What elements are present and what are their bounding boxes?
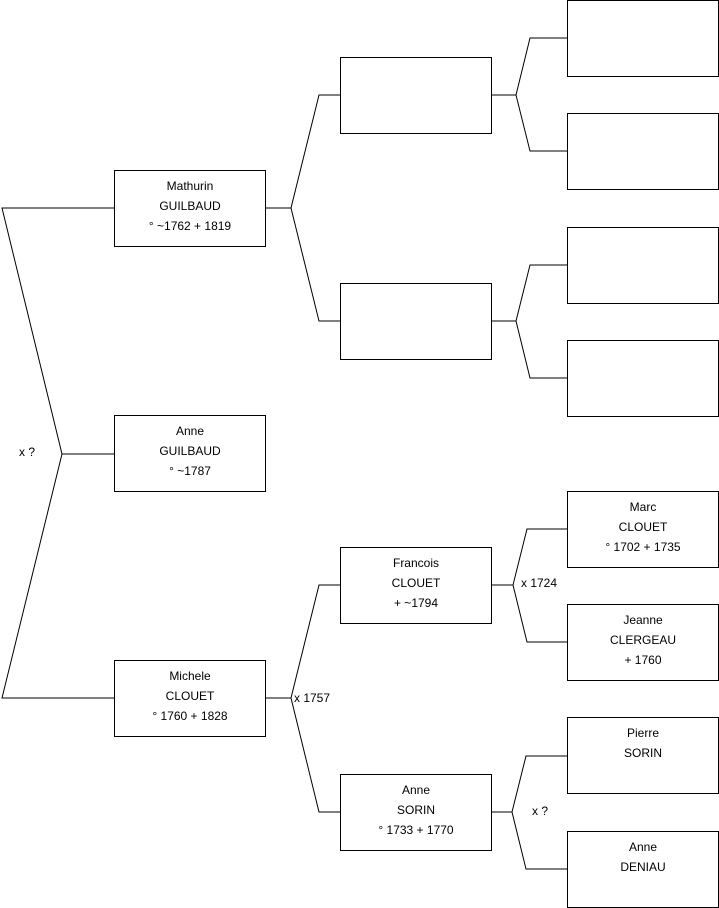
person-first-name: Anne	[401, 783, 431, 797]
person-box-marc-clouet[interactable]: Marc CLOUET ° 1702 + 1735	[567, 491, 719, 568]
person-last-name: CLERGEAU	[609, 633, 677, 647]
person-box-michele-clouet[interactable]: Michele CLOUET ° 1760 + 1828	[114, 660, 266, 737]
person-first-name: Pierre	[626, 726, 659, 740]
marriage-label-root: x ?	[19, 445, 36, 459]
person-box-empty[interactable]	[567, 113, 719, 190]
person-box-empty[interactable]	[567, 227, 719, 304]
person-box-anne-deniau[interactable]: Anne DENIAU	[567, 831, 719, 908]
person-last-name: CLOUET	[165, 689, 215, 703]
person-dates: ° 1733 + 1770	[378, 823, 454, 837]
person-last-name: SORIN	[396, 803, 435, 817]
person-box-jeanne-clergeau[interactable]: Jeanne CLERGEAU + 1760	[567, 604, 719, 681]
connector-mathurin-fork	[290, 94, 340, 322]
person-first-name: Francois	[392, 556, 439, 570]
person-box-francois-clouet[interactable]: Francois CLOUET + ~1794	[340, 547, 492, 624]
marriage-label-michele-parents: x 1757	[294, 691, 331, 705]
person-dates: + ~1794	[393, 596, 439, 610]
person-box-empty[interactable]	[567, 340, 719, 417]
connector-gen2-fork-1	[515, 37, 567, 152]
person-last-name: DENIAU	[620, 860, 666, 874]
person-box-anne-sorin[interactable]: Anne SORIN ° 1733 + 1770	[340, 774, 492, 851]
person-dates: ° ~1787	[169, 464, 211, 478]
person-dates: + 1760	[624, 653, 662, 667]
person-box-mathurin-guilbaud[interactable]: Mathurin GUILBAUD ° ~1762 + 1819	[114, 170, 266, 247]
person-last-name: GUILBAUD	[159, 199, 221, 213]
person-first-name: Anne	[175, 424, 205, 438]
person-box-empty[interactable]	[340, 57, 492, 134]
person-dates: ° ~1762 + 1819	[148, 219, 232, 233]
connector-gen2-fork-2	[515, 264, 567, 379]
marriage-label-francois-parents: x 1724	[521, 576, 558, 590]
person-last-name: CLOUET	[391, 576, 441, 590]
person-last-name: SORIN	[623, 746, 662, 760]
person-last-name: CLOUET	[618, 520, 668, 534]
person-first-name: Mathurin	[166, 179, 214, 193]
person-box-pierre-sorin[interactable]: Pierre SORIN	[567, 717, 719, 794]
person-first-name: Anne	[628, 840, 658, 854]
person-first-name: Jeanne	[623, 613, 663, 627]
person-dates: ° 1760 + 1828	[152, 709, 228, 723]
person-last-name: GUILBAUD	[159, 444, 221, 458]
person-dates: ° 1702 + 1735	[605, 540, 681, 554]
person-box-empty[interactable]	[567, 0, 719, 77]
person-first-name: Michele	[169, 669, 211, 683]
marriage-label-anne-sorin-parents: x ?	[532, 804, 549, 818]
person-box-empty[interactable]	[340, 283, 492, 360]
person-first-name: Marc	[629, 500, 657, 514]
person-box-anne-guilbaud[interactable]: Anne GUILBAUD ° ~1787	[114, 415, 266, 492]
